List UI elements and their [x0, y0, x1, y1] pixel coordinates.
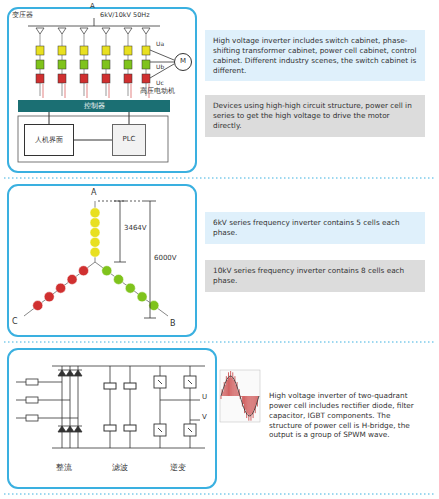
star-cells	[24, 201, 168, 316]
component-box: 人机界面	[24, 124, 74, 156]
diagram-label: V	[202, 414, 207, 421]
diagram-label: 逆变	[170, 464, 186, 472]
diagram-label: 滤波	[112, 464, 128, 472]
dimension-lines	[98, 201, 156, 318]
diagram-label: Ub	[156, 64, 164, 70]
diagram-label: Ua	[156, 41, 164, 47]
text-box: 6kV series frequency inverter contains 5…	[205, 212, 425, 244]
diodes	[58, 370, 82, 432]
diagram-label: 变压器	[12, 12, 33, 19]
igbt-switches	[154, 376, 196, 436]
diagram-label: 3464V	[124, 225, 147, 232]
power-cells	[36, 28, 150, 98]
diagram-label: 整流	[56, 464, 72, 472]
transformer-bus	[28, 18, 160, 26]
power-cell-circuit	[16, 366, 205, 448]
diagram-label: 高压电动机	[140, 88, 175, 95]
node-text: 控制器	[84, 102, 105, 111]
diagram-label: B	[170, 320, 176, 328]
diagram-label: 6kV/10kV 50Hz	[100, 12, 150, 19]
node-text: High voltage inverter includes switch ca…	[213, 36, 417, 75]
component-box: PLC	[112, 124, 146, 156]
text-box: 10kV series frequency inverter contains …	[205, 260, 425, 292]
panel-frames	[8, 8, 216, 488]
diagram-label: U	[202, 394, 207, 401]
text-box: High voltage inverter includes switch ca…	[205, 30, 425, 81]
node-text: PLC	[122, 135, 135, 144]
control-wire	[74, 140, 112, 141]
capacitors	[104, 383, 136, 431]
diagram-label: C	[12, 318, 18, 326]
node-text: 10kV series frequency inverter contains …	[213, 266, 417, 286]
control-wire	[49, 112, 50, 124]
component-box: M	[174, 53, 192, 71]
operator-frame	[18, 116, 168, 162]
node-text: M	[180, 57, 186, 66]
node-text: 人机界面	[35, 136, 63, 145]
control-wire	[129, 112, 130, 124]
diagram-label: 6000V	[154, 255, 177, 262]
component-box: 控制器	[18, 100, 170, 112]
diagram-label: A	[90, 3, 95, 10]
text-box: High voltage inverter of two-quadrant po…	[264, 388, 430, 443]
spwm-waveform	[220, 370, 260, 422]
motor-wires	[150, 50, 174, 78]
node-text: Devices using high-high circuit structur…	[213, 101, 417, 131]
separators	[4, 178, 435, 494]
diagram-label: Uc	[156, 80, 164, 86]
diagram-label: A	[91, 189, 96, 197]
text-box: Devices using high-high circuit structur…	[205, 95, 425, 137]
node-text: 6kV series frequency inverter contains 5…	[213, 218, 417, 238]
node-text: High voltage inverter of two-quadrant po…	[269, 391, 425, 440]
